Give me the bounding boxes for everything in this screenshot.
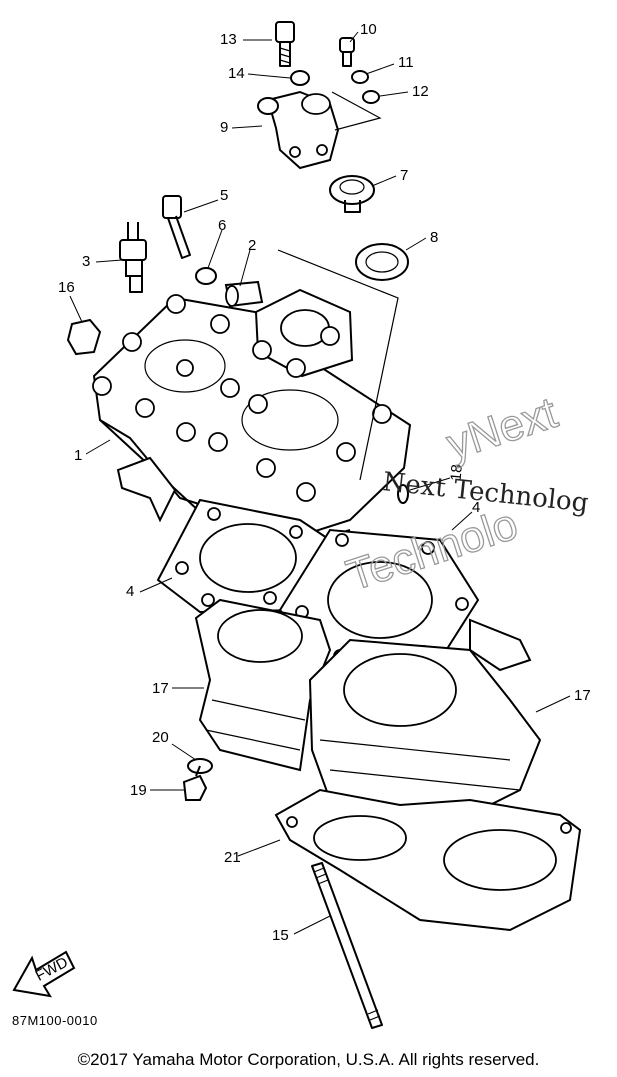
head-gasket-4-left (156, 498, 332, 614)
washer-6 (195, 267, 217, 285)
drawing-code: 87M100-0010 (12, 1013, 98, 1028)
label-11: 11 (398, 54, 414, 71)
cylinder-17-left (194, 598, 332, 772)
gasket-outline-head (277, 249, 399, 481)
leader-lines (69, 31, 571, 935)
label-5: 5 (220, 187, 228, 204)
spark-plug-3 (119, 222, 147, 293)
label-20: 20 (152, 729, 169, 746)
label-13: 13 (220, 31, 237, 48)
part-numbers: 13 10 11 12 14 9 7 8 5 6 2 3 16 1 4 4 18… (58, 21, 591, 944)
washer-14 (290, 70, 310, 86)
cylinder-17-right (308, 618, 542, 822)
water-outlet-9 (257, 90, 340, 170)
fitting-2 (224, 280, 264, 308)
washer-11 (351, 70, 369, 84)
label-9: 9 (220, 119, 228, 136)
label-4-left: 4 (126, 583, 134, 600)
dowel-pin-18 (397, 484, 409, 504)
label-3: 3 (82, 253, 90, 270)
bolt-19 (182, 765, 208, 801)
label-7: 7 (400, 167, 408, 184)
fwd-arrow-icon: FWD (12, 950, 76, 998)
bolt-13 (275, 21, 295, 67)
thermostat-7 (329, 175, 375, 213)
label-12: 12 (412, 83, 429, 100)
label-10: 10 (360, 21, 377, 38)
base-gasket-21 (274, 788, 582, 932)
nut-16 (66, 318, 102, 356)
label-17-right: 17 (574, 687, 591, 704)
label-21: 21 (224, 849, 241, 866)
label-17-left: 17 (152, 680, 169, 697)
washer-12 (362, 90, 380, 104)
label-1: 1 (74, 447, 82, 464)
label-15: 15 (272, 927, 289, 944)
label-14: 14 (228, 65, 245, 82)
watermark-line2: yNext (441, 388, 563, 469)
stud-bolt-15 (311, 862, 383, 1029)
label-4-right: 4 (472, 499, 480, 516)
label-19: 19 (130, 782, 147, 799)
bolt-5 (162, 195, 191, 259)
head-gasket-4-right (278, 528, 480, 670)
label-16: 16 (58, 279, 75, 296)
parts-diagram: FWD 13 10 11 12 14 9 7 8 5 (12, 21, 591, 1029)
gasket-outline-top (331, 91, 382, 131)
cylinder-head-1 (92, 288, 412, 546)
label-6: 6 (218, 217, 226, 234)
label-18: 18 (448, 464, 466, 482)
seal-ring-8 (355, 243, 409, 281)
copyright-notice: ©2017 Yamaha Motor Corporation, U.S.A. A… (77, 1050, 540, 1069)
bolt-10 (339, 37, 355, 67)
label-8: 8 (430, 229, 438, 246)
label-2: 2 (248, 237, 256, 254)
